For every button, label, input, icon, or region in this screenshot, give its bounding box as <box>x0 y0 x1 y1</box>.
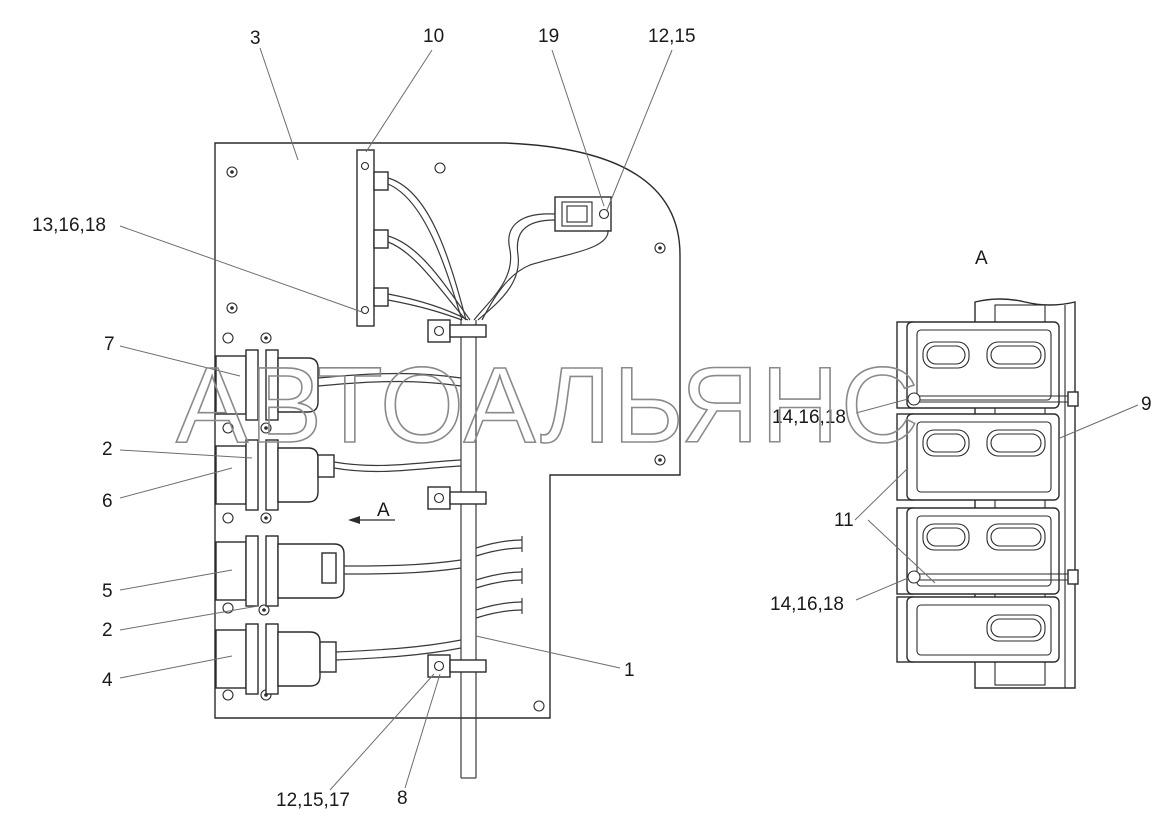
label-3: 3 <box>250 28 261 49</box>
label-13-16-18: 13,16,18 <box>32 215 106 236</box>
leader-lines <box>119 47 1139 791</box>
relay-wires <box>317 372 523 661</box>
terminal-strip <box>356 149 389 327</box>
callout-labels: 3 10 19 12,15 13,16,18 7 2 6 5 2 4 1 12,… <box>32 26 1152 811</box>
label-5: 5 <box>102 581 113 602</box>
watermark: АВТОАЛЬЯНС <box>176 344 921 465</box>
view-arrow-label: А <box>377 500 390 521</box>
label-10: 10 <box>423 26 444 47</box>
label-7: 7 <box>104 334 115 355</box>
label-8: 8 <box>397 788 408 809</box>
label-14-16-18-bottom: 14,16,18 <box>770 594 844 615</box>
label-11: 11 <box>834 510 854 531</box>
label-2-bottom: 2 <box>102 620 113 641</box>
view-arrow <box>348 516 395 524</box>
main-harness <box>460 320 477 779</box>
switch-unit <box>554 196 612 232</box>
view-a-title: А <box>975 248 988 269</box>
relays <box>215 349 345 695</box>
label-6: 6 <box>102 491 113 512</box>
harness-clamps <box>427 319 487 678</box>
label-1: 1 <box>624 660 635 681</box>
label-14-16-18-top: 14,16,18 <box>772 407 846 428</box>
view-a-assembly <box>896 298 1079 689</box>
label-9: 9 <box>1141 394 1152 415</box>
label-12-15-17: 12,15,17 <box>276 790 350 811</box>
label-12-15: 12,15 <box>648 26 696 47</box>
label-19: 19 <box>538 26 559 47</box>
upper-wires <box>387 177 609 321</box>
label-2-top: 2 <box>102 439 113 460</box>
label-4: 4 <box>102 670 113 691</box>
